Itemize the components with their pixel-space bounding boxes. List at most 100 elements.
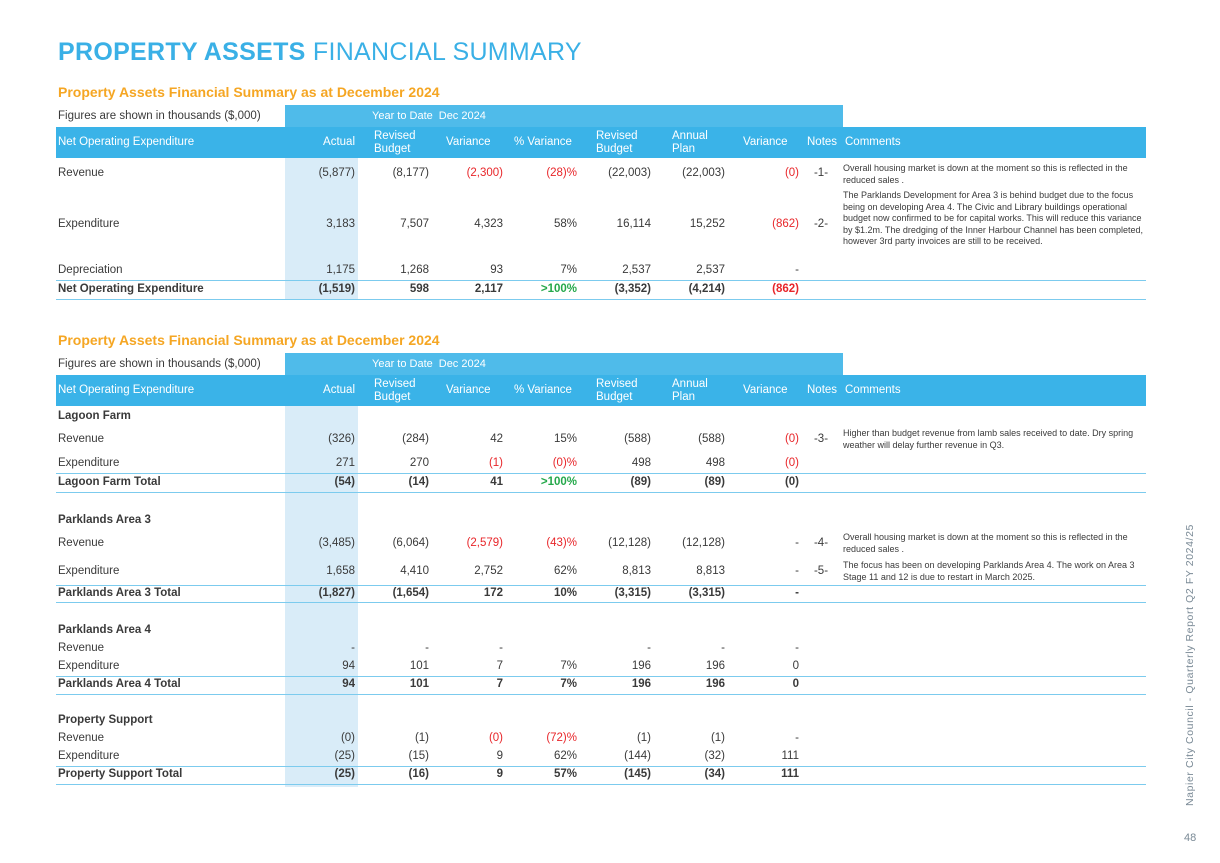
cell-revised-budget: 101 [409, 660, 429, 672]
table-row: Expenditure 1,658 4,410 2,752 62% 8,813 … [56, 560, 1146, 586]
cell-pct-variance: 58% [553, 218, 577, 230]
row-label: Expenditure [58, 750, 120, 762]
cell-revised-budget-2: (89) [630, 476, 651, 488]
cell-variance: - [499, 642, 503, 654]
cell-variance: 41 [490, 476, 503, 488]
header-comments: Comments [845, 136, 901, 148]
cell-annual-plan: 2,537 [696, 264, 725, 276]
ytd-label: Year to Date [372, 358, 433, 370]
cell-note: -1- [813, 167, 829, 179]
header-annual-plan: Annual Plan [672, 377, 708, 403]
row-label: Lagoon Farm Total [58, 476, 161, 488]
cell-variance-2: - [795, 264, 799, 276]
cell-comment: Overall housing market is down at the mo… [843, 532, 1128, 554]
table-row: Revenue - - - - - - [56, 642, 1146, 659]
row-label: Parklands Area 3 Total [58, 587, 181, 599]
page-title-bold: PROPERTY ASSETS [58, 38, 306, 66]
cell-revised-budget-2: 8,813 [622, 565, 651, 577]
header-revised-budget: Revised Budget [374, 377, 416, 403]
group-heading: Parklands Area 4 [56, 624, 1146, 641]
cell-pct-variance: 10% [553, 587, 577, 599]
header-pct-variance: % Variance [514, 384, 572, 396]
cell-variance-2: 111 [781, 768, 799, 780]
cell-annual-plan: (1) [710, 732, 725, 744]
cell-annual-plan: (4,214) [688, 283, 725, 295]
cell-actual: (326) [328, 433, 355, 445]
header-variance: Variance [446, 384, 491, 396]
cell-actual: (1,519) [318, 283, 355, 295]
cell-variance: (2,300) [466, 167, 503, 179]
cell-actual: (5,877) [318, 167, 355, 179]
cell-annual-plan: (588) [698, 433, 725, 445]
cell-variance-2: - [795, 642, 799, 654]
cell-variance-2: 0 [792, 678, 799, 690]
cell-variance: 9 [496, 750, 503, 762]
cell-revised-budget: (1) [414, 732, 429, 744]
cell-annual-plan: 8,813 [696, 565, 725, 577]
cell-revised-budget: 101 [409, 678, 429, 690]
side-report-label: Napier City Council - Quarterly Report Q… [1184, 524, 1196, 806]
header-revised-budget-2: Revised Budget [596, 129, 638, 155]
row-label: Revenue [58, 537, 105, 549]
cell-variance-2: 0 [792, 660, 799, 672]
cell-variance-2: (862) [772, 218, 799, 230]
cell-note: -4- [813, 537, 829, 549]
cell-pct-variance: (0)% [552, 457, 577, 469]
cell-actual: (0) [340, 732, 355, 744]
cell-variance: 42 [490, 433, 503, 445]
cell-revised-budget: 270 [409, 457, 429, 469]
cell-annual-plan: 196 [705, 678, 725, 690]
cell-variance: (0) [488, 732, 503, 744]
table-row: Expenditure 271 270 (1) (0)% 498 498 (0) [56, 457, 1146, 474]
cell-variance: 93 [490, 264, 503, 276]
cell-annual-plan: - [721, 642, 725, 654]
cell-actual: (25) [334, 768, 355, 780]
cell-actual: 3,183 [326, 218, 355, 230]
header-label: Net Operating Expenditure [58, 384, 195, 396]
row-label: Expenditure [58, 457, 120, 469]
figures-note: Figures are shown in thousands ($,000) [58, 110, 261, 122]
cell-variance-2: - [795, 732, 799, 744]
group-heading: Property Support [56, 714, 1146, 731]
cell-annual-plan: (22,003) [682, 167, 725, 179]
group-heading: Lagoon Farm [56, 410, 1146, 427]
cell-pct-variance: >100% [540, 283, 577, 295]
cell-annual-plan: 196 [705, 660, 725, 672]
cell-annual-plan: (32) [704, 750, 725, 762]
cell-annual-plan: (34) [704, 768, 725, 780]
cell-annual-plan: (3,315) [688, 587, 725, 599]
cell-comment: Higher than budget revenue from lamb sal… [843, 428, 1134, 450]
cell-variance-2: (0) [784, 167, 799, 179]
cell-variance-2: - [795, 537, 799, 549]
cell-variance-2: (862) [772, 283, 799, 295]
cell-actual: (54) [334, 476, 355, 488]
cell-pct-variance: 7% [560, 678, 577, 690]
cell-variance: 7 [496, 660, 503, 672]
cell-pct-variance: 57% [553, 768, 577, 780]
header-comments: Comments [845, 384, 901, 396]
cell-actual: 94 [342, 678, 355, 690]
cell-revised-budget-2: (144) [624, 750, 651, 762]
cell-revised-budget: (15) [408, 750, 429, 762]
cell-revised-budget-2: 16,114 [616, 218, 651, 230]
cell-actual: 94 [342, 660, 355, 672]
cell-revised-budget-2: 498 [631, 457, 651, 469]
group-name: Lagoon Farm [58, 410, 131, 422]
row-label: Depreciation [58, 264, 123, 276]
cell-annual-plan: 498 [705, 457, 725, 469]
cell-actual: - [351, 642, 355, 654]
cell-actual: (3,485) [318, 537, 355, 549]
table-total-row: Net Operating Expenditure (1,519) 598 2,… [56, 283, 1146, 300]
table2: Figures are shown in thousands ($,000) Y… [56, 353, 1146, 793]
cell-pct-variance: (28)% [546, 167, 577, 179]
row-label: Expenditure [58, 660, 120, 672]
cell-revised-budget: 4,410 [400, 565, 429, 577]
cell-pct-variance: 62% [553, 750, 577, 762]
cell-pct-variance: >100% [540, 476, 577, 488]
row-label: Revenue [58, 167, 105, 179]
cell-annual-plan: (89) [704, 476, 725, 488]
cell-variance-2: (0) [784, 457, 799, 469]
table1: Figures are shown in thousands ($,000) Y… [56, 105, 1146, 300]
